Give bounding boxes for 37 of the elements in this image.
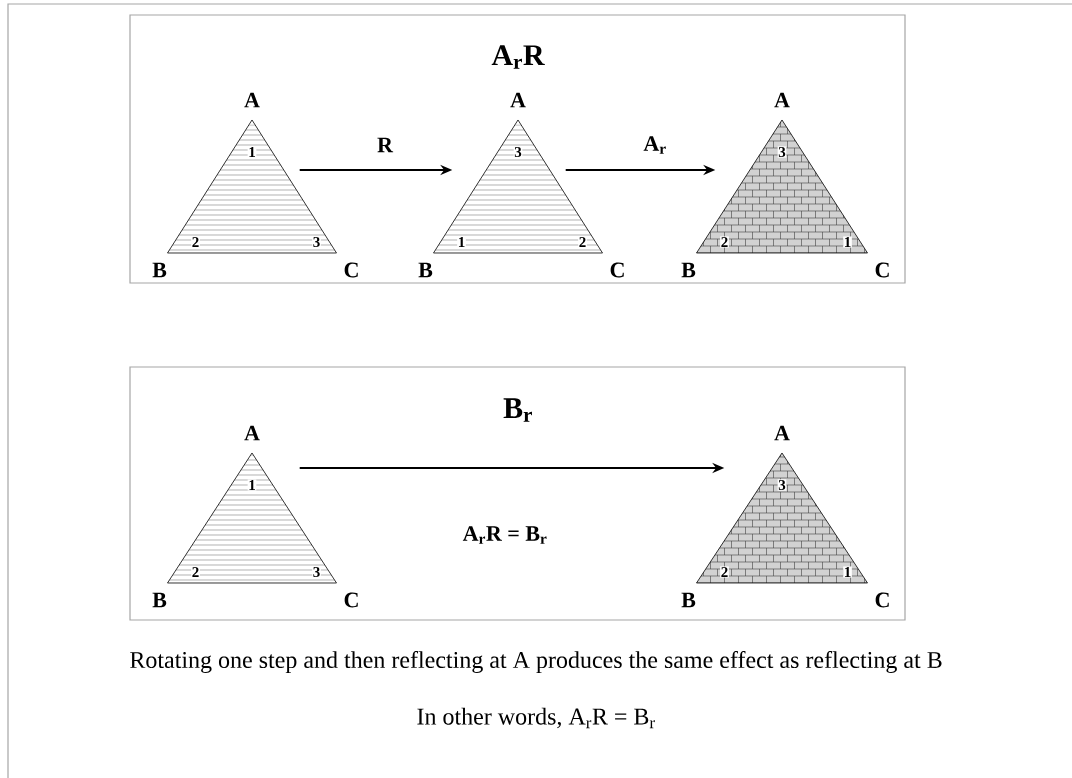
edge-label: A$_{r}$ [643, 136, 666, 154]
corner-number: 2 [191, 566, 200, 578]
panel-title: B$_{r}$ [503, 398, 532, 422]
panel-title: A$_{r}$R [491, 45, 545, 69]
edge-label: R [377, 137, 394, 153]
vertex-label: B [152, 262, 167, 278]
vertex-label: A [510, 92, 526, 108]
edge-label: A$_{r}$R = B$_{r}$ [462, 526, 547, 544]
vertex-label: A [244, 425, 260, 441]
corner-number: 2 [191, 236, 200, 248]
vertex-label: C [610, 262, 624, 278]
corner-number: 3 [777, 479, 787, 491]
corner-number: 3 [312, 566, 321, 578]
vertex-label: C [344, 592, 358, 608]
corner-number: 1 [843, 566, 852, 578]
vertex-label: B [418, 262, 433, 278]
corner-number: 3 [513, 146, 523, 158]
vertex-label: A [244, 92, 260, 108]
corner-number: 3 [777, 146, 787, 158]
vertex-label: C [875, 262, 889, 278]
corner-number: 1 [457, 236, 466, 248]
caption-text: In other words, A$_{r}$R = B$_{r}$ [417, 707, 655, 729]
corner-number: 2 [720, 566, 729, 578]
corner-number: 1 [843, 236, 852, 248]
vertex-label: A [774, 425, 790, 441]
corner-number: 2 [578, 236, 587, 248]
corner-number: 1 [247, 479, 257, 491]
corner-number: 1 [247, 146, 257, 158]
corner-number: 2 [720, 236, 729, 248]
corner-number: 3 [312, 236, 321, 248]
vertex-label: B [152, 592, 167, 608]
vertex-label: C [875, 592, 889, 608]
vertex-label: B [681, 262, 696, 278]
vertex-label: B [681, 592, 696, 608]
vertex-label: C [344, 262, 358, 278]
caption-text: Rotating one step and then reflecting at A produces the same effect as reflecting at B [130, 650, 942, 674]
vertex-label: A [774, 92, 790, 108]
